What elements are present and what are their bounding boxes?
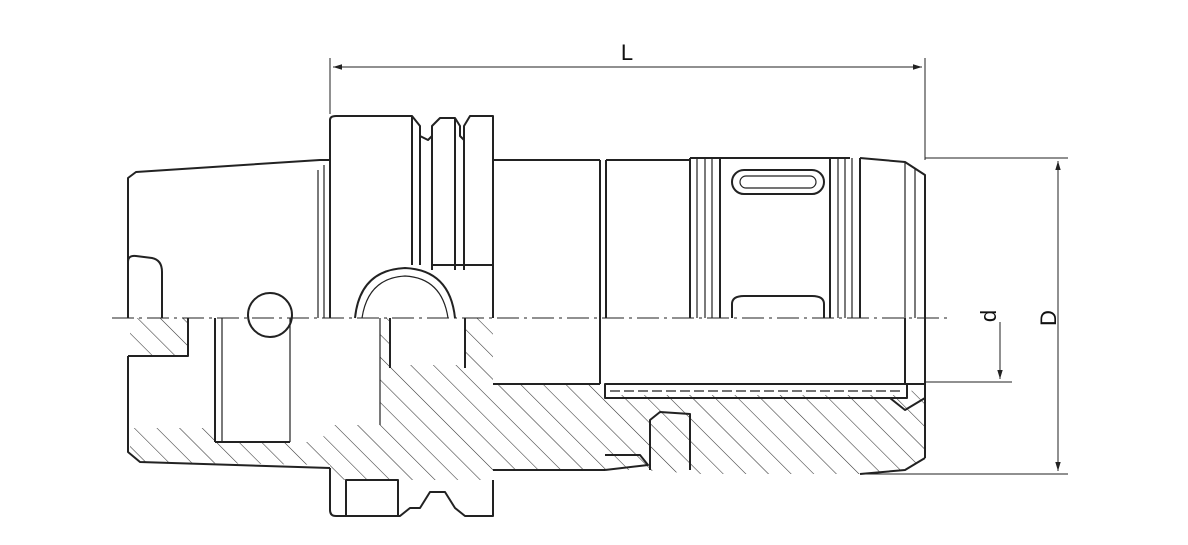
- ball-pocket-arc: [354, 267, 456, 319]
- dimension-label-d: d: [976, 310, 1001, 322]
- drive-key-circle: [247, 292, 293, 338]
- dimension-label-L: L: [621, 40, 633, 65]
- clamping-body: [493, 157, 926, 318]
- wrench-slot-upper: [731, 169, 825, 195]
- wrench-slot-lower: [731, 295, 825, 318]
- dimension-inner-diameter: d: [925, 310, 1012, 383]
- lower-key-slot: [345, 479, 399, 517]
- flange: [329, 115, 510, 517]
- dimension-outer-diameter: D: [862, 157, 1068, 475]
- bore-section: [493, 318, 926, 475]
- hsk-taper-shank: [127, 159, 331, 469]
- dimension-label-D: D: [1036, 310, 1061, 326]
- section-hatched-region: [130, 318, 925, 480]
- dimension-length: L: [329, 40, 926, 160]
